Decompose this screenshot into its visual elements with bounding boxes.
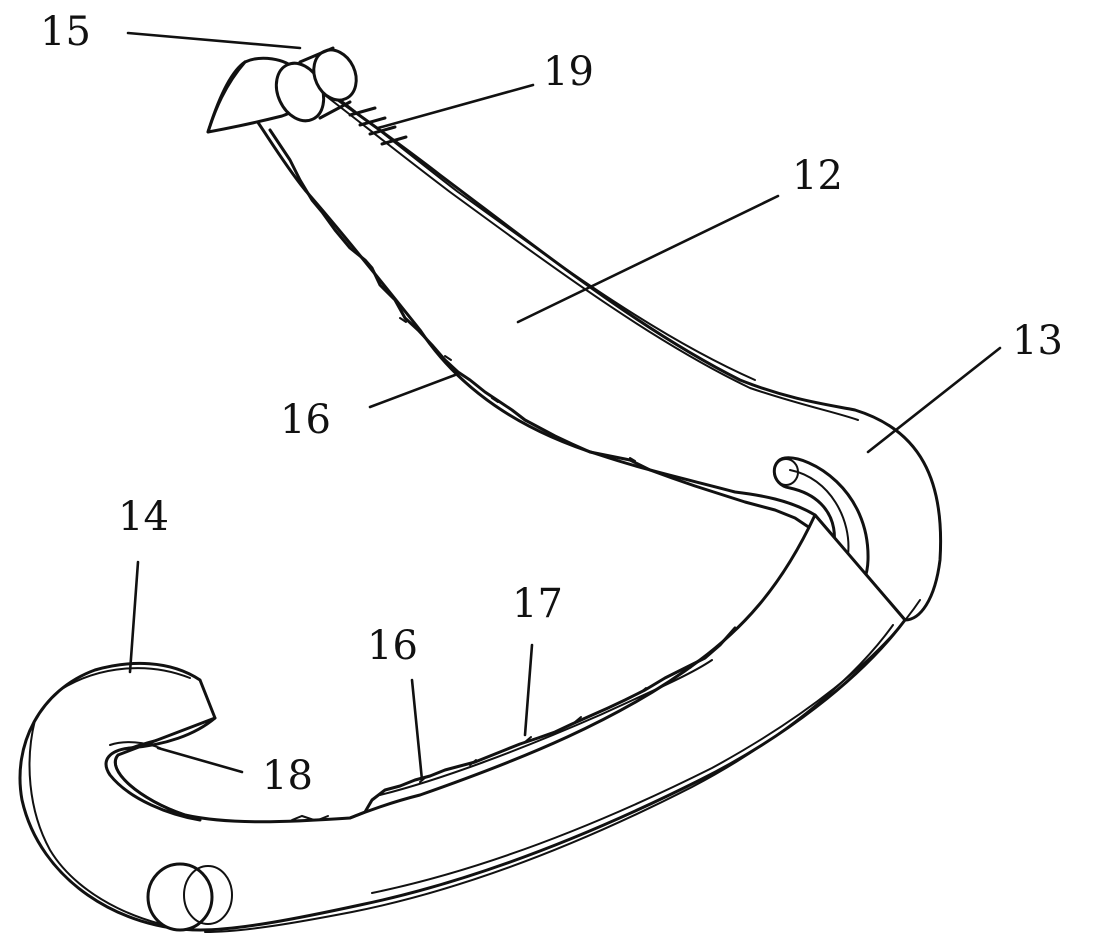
label-16-upper: 16	[280, 397, 331, 443]
serrated-edge-16-upper	[268, 128, 812, 530]
notches-19	[348, 106, 408, 146]
label-13: 13	[1012, 318, 1063, 364]
leader-lines	[126, 31, 1002, 782]
label-18: 18	[262, 753, 313, 799]
leader-15	[126, 31, 302, 50]
label-12: 12	[792, 153, 843, 199]
leader-19	[376, 83, 535, 130]
leader-18	[156, 746, 244, 774]
serrated-edge-16-lower	[348, 626, 737, 820]
leader-16-lower	[410, 678, 424, 782]
label-19: 19	[543, 49, 594, 95]
tip-head-15	[206, 46, 358, 134]
label-16-lower: 16	[367, 623, 418, 669]
label-14: 14	[118, 494, 169, 540]
reference-labels: 15 19 12 13 16 14 17 16 18	[40, 9, 1063, 799]
ridge-17	[379, 659, 713, 796]
leader-16-upper	[368, 373, 457, 409]
leader-14	[128, 560, 140, 674]
label-17: 17	[512, 581, 563, 627]
upper-arm-12	[253, 68, 943, 622]
leader-17	[523, 643, 534, 737]
lower-arm	[18, 513, 921, 933]
label-15: 15	[40, 9, 91, 55]
leader-13	[866, 346, 1002, 454]
leader-12	[516, 194, 780, 324]
